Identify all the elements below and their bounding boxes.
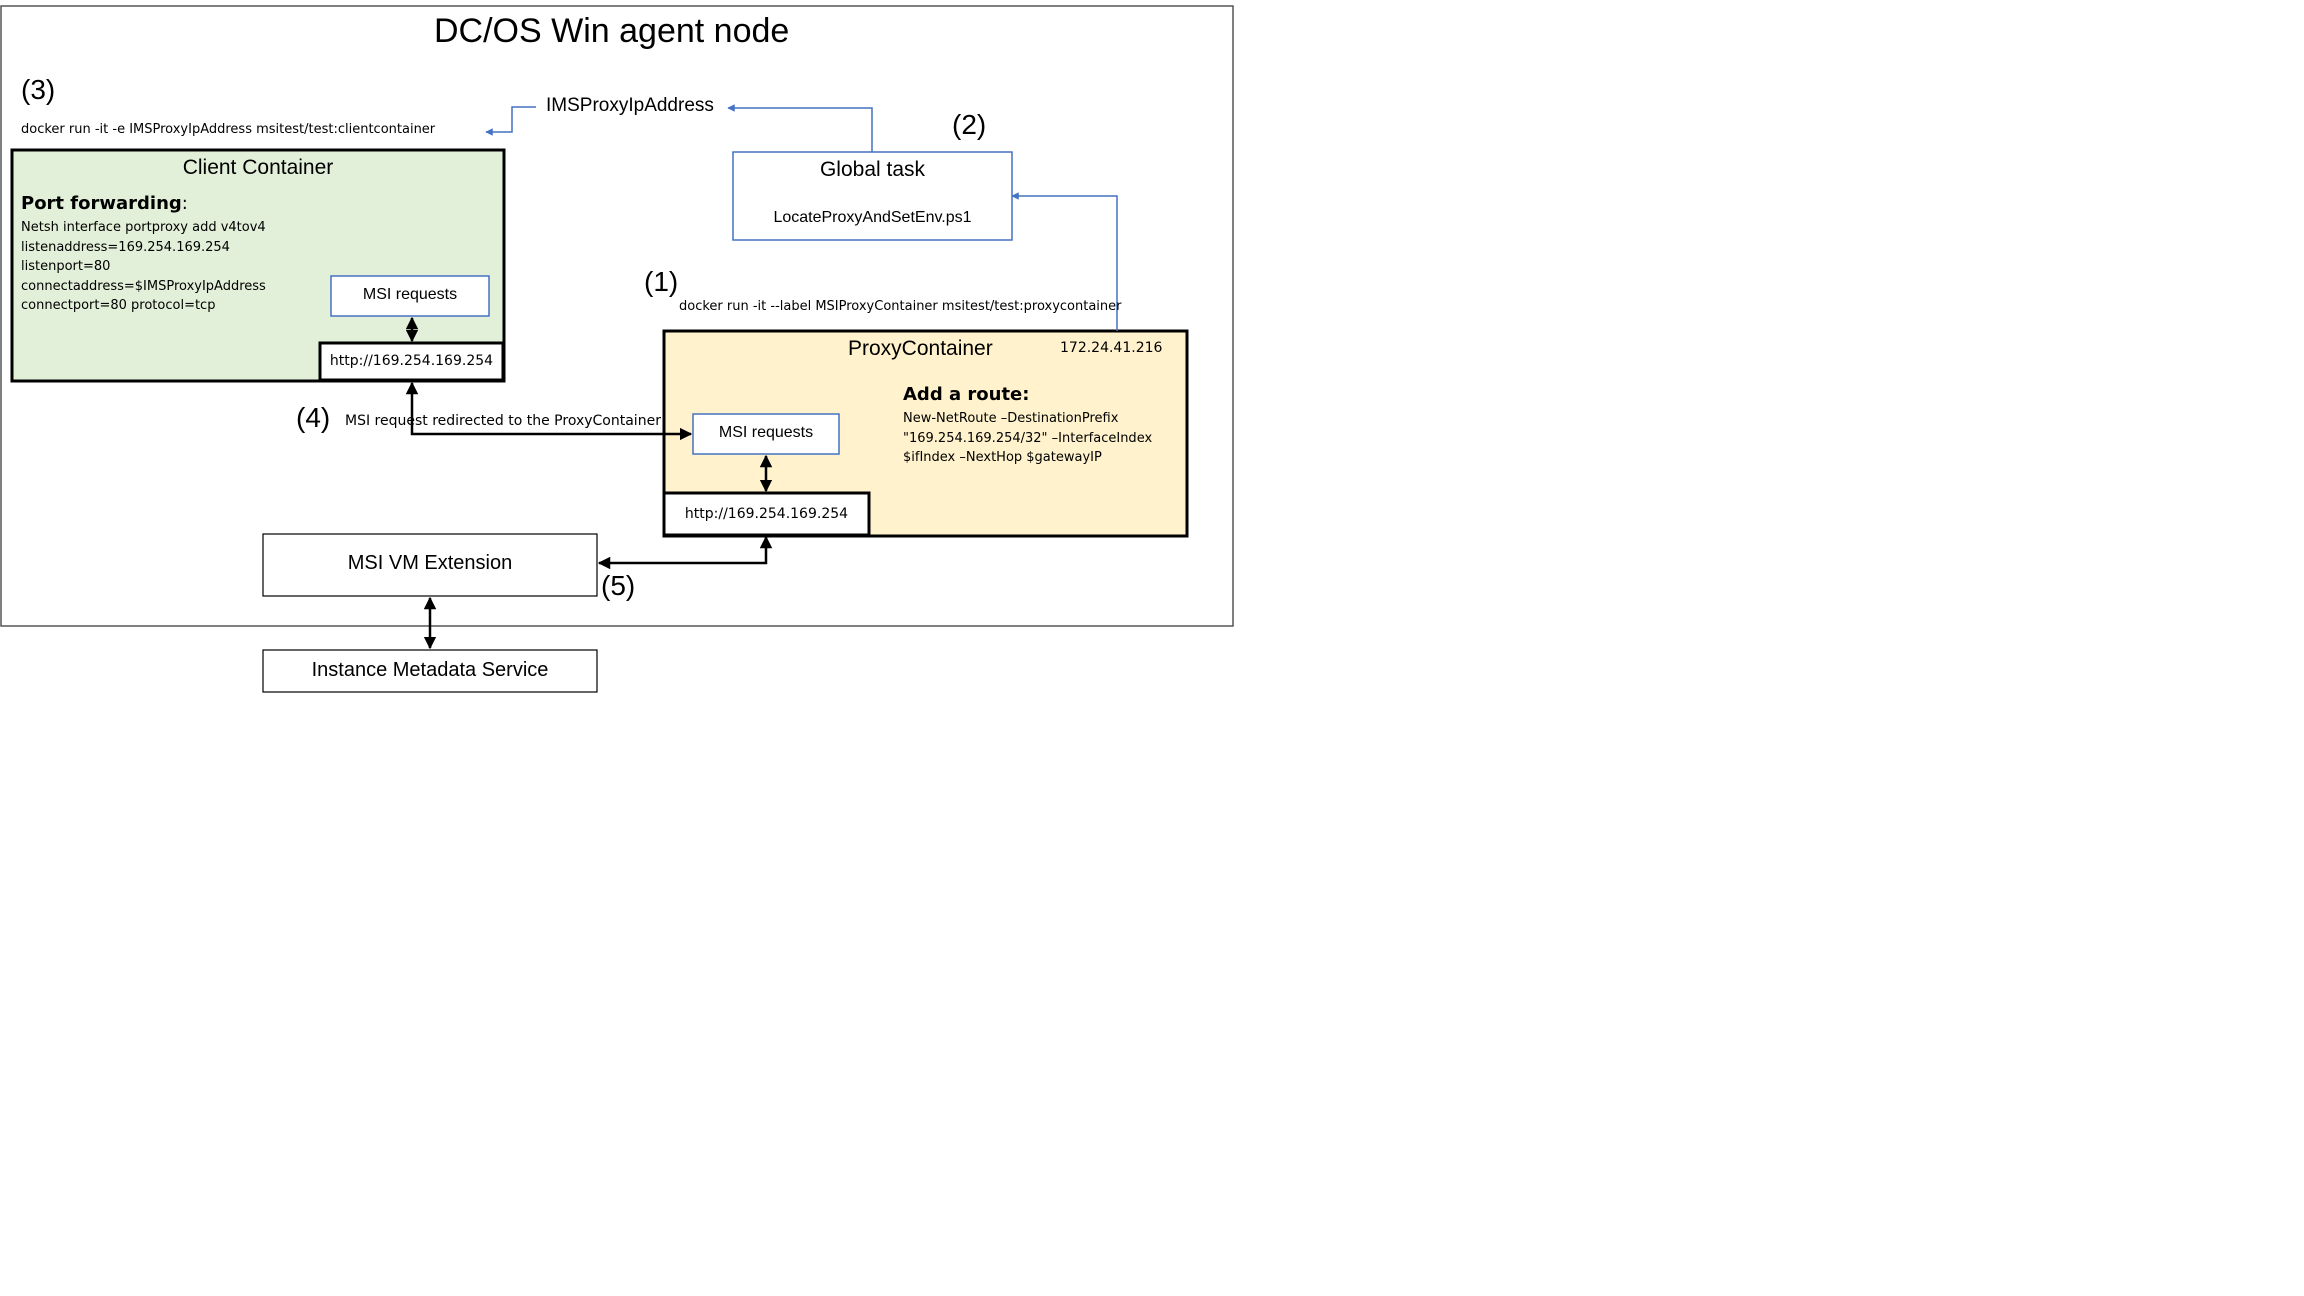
client-endpoint-label: http://169.254.169.254 xyxy=(329,353,494,369)
add-route-line: New-NetRoute –DestinationPrefix xyxy=(903,411,1119,426)
proxy-msi-requests-label: MSI requests xyxy=(718,424,814,441)
port-forwarding-line: connectport=80 protocol=tcp xyxy=(21,298,216,313)
port-forwarding-line: Netsh interface portproxy add v4tov4 xyxy=(21,220,266,235)
global-task-script: LocateProxyAndSetEnv.ps1 xyxy=(773,209,972,226)
port-forwarding-heading: Port forwarding: xyxy=(21,193,188,214)
port-forwarding-line: listenaddress=169.254.169.254 xyxy=(21,239,230,255)
proxy-container-title: ProxyContainer xyxy=(848,337,993,360)
proxy-docker-command: docker run -it --label MSIProxyContainer… xyxy=(679,299,1122,314)
env-var-label: IMSProxyIpAddress xyxy=(546,95,714,116)
redirect-arrow xyxy=(405,381,693,441)
instance-metadata-service-box xyxy=(262,649,598,693)
proxy-container-ip: 172.24.41.216 xyxy=(1060,340,1163,356)
port-forwarding-heading-text: Port forwarding xyxy=(21,193,182,214)
step-2-label: (2) xyxy=(952,109,987,140)
port-forwarding-lines: Netsh interface portproxy add v4tov4 lis… xyxy=(21,218,266,316)
msi-vm-extension-box xyxy=(262,533,598,597)
diagram-title: DC/OS Win agent node xyxy=(434,12,790,50)
proxy-to-extension-arrow xyxy=(597,535,773,570)
port-forwarding-line: listenport=80 xyxy=(21,259,111,274)
proxy-msi-requests-box xyxy=(692,413,840,455)
add-route-lines: New-NetRoute –DestinationPrefix "169.254… xyxy=(903,409,1152,468)
step-3-label: (3) xyxy=(21,74,56,105)
step-1-label: (1) xyxy=(644,266,679,297)
env-var-to-command-arrow xyxy=(485,106,536,136)
client-msi-requests-label: MSI requests xyxy=(362,286,458,303)
add-route-line: "169.254.169.254/32" –InterfaceIndex xyxy=(903,430,1153,446)
proxy-endpoint-label: http://169.254.169.254 xyxy=(684,506,849,522)
add-route-line: $ifIndex –NextHop $gatewayIP xyxy=(903,450,1102,465)
port-forwarding-heading-colon: : xyxy=(181,193,188,214)
global-task-title: Global task xyxy=(819,158,926,181)
global-task-box xyxy=(732,151,1013,241)
proxy-endpoint-box xyxy=(662,491,871,537)
instance-metadata-service-label: Instance Metadata Service xyxy=(311,659,549,681)
client-msi-requests-box xyxy=(330,275,490,317)
client-endpoint-box xyxy=(318,341,505,382)
client-docker-command: docker run -it -e IMSProxyIpAddress msit… xyxy=(21,122,436,137)
add-route-heading: Add a route: xyxy=(903,384,1030,405)
proxy-to-global-task-arrow xyxy=(1011,192,1118,331)
redirect-label: MSI request redirected to the ProxyConta… xyxy=(345,413,661,429)
step-5-label: (5) xyxy=(601,570,636,601)
port-forwarding-line: connectaddress=$IMSProxyIpAddress xyxy=(21,278,266,294)
env-var-arrow xyxy=(727,104,873,152)
msi-vm-extension-label: MSI VM Extension xyxy=(347,552,513,574)
client-container-title: Client Container xyxy=(182,156,334,179)
step-4-label: (4) xyxy=(296,402,331,433)
